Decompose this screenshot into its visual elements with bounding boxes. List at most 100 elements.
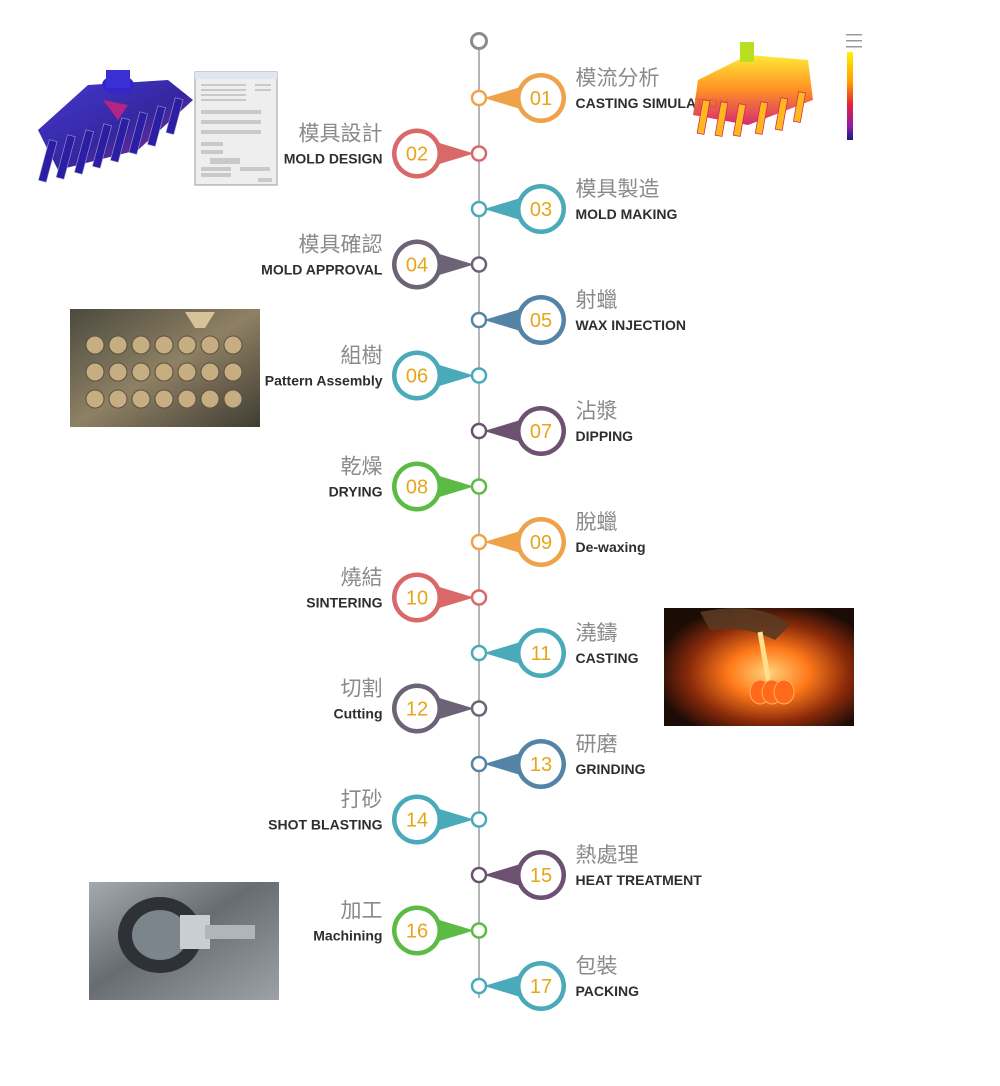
step-number: 17 [530, 976, 552, 998]
step-label-zh: 熱處理 [576, 843, 639, 867]
step-number: 07 [530, 421, 552, 443]
timeline-step-06: 06 組樹 Pattern Assembly [265, 344, 488, 401]
step-axis-dot [470, 700, 488, 717]
timeline-step-17: 17 包裝 PACKING [470, 954, 640, 1011]
mold-flow-simulation-image [38, 70, 193, 183]
step-pointer [431, 140, 474, 167]
step-number: 12 [406, 699, 428, 721]
timeline-step-09: 09 脫蠟 De-waxing [470, 510, 646, 567]
step-label-zh: 澆鑄 [576, 621, 618, 645]
step-pointer [484, 307, 527, 333]
step-pointer [484, 85, 527, 111]
step-pointer [484, 529, 527, 555]
step-number: 05 [530, 310, 552, 332]
step-number: 11 [531, 643, 552, 665]
step-axis-dot [470, 367, 488, 384]
step-label-zh: 沾漿 [576, 399, 618, 423]
step-label-zh: 燒結 [341, 566, 383, 590]
step-bubble [396, 910, 438, 951]
step-label-zh: 包裝 [576, 954, 618, 978]
step-number: 14 [406, 810, 428, 832]
step-label-en: SINTERING [306, 595, 382, 611]
simulation-dialog-image [194, 71, 278, 186]
step-label-en: Pattern Assembly [265, 373, 383, 389]
step-label-zh: 脫蠟 [576, 510, 618, 534]
step-label-en: Cutting [334, 706, 383, 722]
timeline-step-10: 10 燒結 SINTERING [306, 566, 488, 623]
step-bubble [520, 521, 562, 563]
step-number: 01 [530, 88, 552, 110]
step-label-en: Machining [313, 928, 382, 944]
step-number: 09 [530, 532, 552, 554]
timeline-step-07: 07 沾漿 DIPPING [470, 399, 634, 456]
step-label-zh: 打砂 [341, 788, 383, 812]
step-axis-dot [470, 533, 488, 551]
step-axis-dot [470, 644, 488, 662]
step-pointer [431, 695, 474, 722]
step-label-en: WAX INJECTION [576, 317, 686, 333]
step-label-en: De-waxing [576, 539, 646, 555]
step-pointer [431, 806, 474, 833]
step-label-en: DIPPING [576, 428, 634, 444]
timeline-step-11: 11 澆鑄 CASTING [470, 621, 639, 678]
step-bubble [520, 743, 562, 785]
step-bubble [520, 188, 562, 230]
step-number: 04 [406, 255, 428, 277]
step-axis-dot [470, 422, 488, 440]
step-bubble [396, 244, 438, 285]
step-axis-dot [470, 755, 488, 773]
step-number: 15 [530, 865, 552, 887]
step-label-en: HEAT TREATMENT [576, 872, 703, 888]
step-bubble [396, 355, 438, 396]
step-pointer [431, 917, 474, 944]
step-pointer [431, 362, 474, 389]
step-label-zh: 研磨 [576, 732, 618, 756]
step-number: 06 [406, 366, 428, 388]
machining-photo [89, 882, 279, 1000]
step-pointer [484, 196, 527, 222]
step-label-en: MOLD MAKING [576, 206, 678, 222]
step-pointer [484, 418, 527, 444]
step-bubble [396, 577, 438, 618]
step-pointer [431, 251, 474, 278]
step-bubble [520, 965, 562, 1007]
step-label-en: PACKING [576, 983, 640, 999]
step-number: 13 [530, 754, 552, 776]
step-number: 10 [406, 588, 428, 610]
step-axis-dot [470, 200, 488, 218]
step-label-zh: 加工 [341, 899, 383, 923]
timeline-start-dot [470, 32, 488, 50]
timeline-step-16: 16 加工 Machining [313, 899, 488, 956]
step-label-en: CASTING [576, 650, 639, 666]
step-bubble [396, 688, 438, 729]
step-bubble [520, 77, 562, 119]
step-number: 03 [530, 199, 552, 221]
step-label-zh: 射蠟 [576, 288, 618, 312]
step-label-zh: 組樹 [341, 344, 383, 368]
step-label-en: MOLD DESIGN [284, 151, 383, 167]
step-bubble [396, 799, 438, 840]
step-label-en: MOLD APPROVAL [261, 262, 383, 278]
step-label-zh: 乾燥 [341, 455, 383, 479]
pattern-assembly-photo [70, 309, 260, 427]
step-bubble [520, 632, 562, 674]
step-axis-dot [470, 866, 488, 884]
step-axis-dot [470, 478, 488, 495]
step-label-zh: 模流分析 [576, 66, 660, 90]
step-axis-dot [470, 311, 488, 329]
step-pointer [484, 640, 527, 666]
step-label-zh: 模具設計 [299, 122, 383, 146]
step-pointer [431, 473, 474, 500]
step-bubble [520, 854, 562, 896]
step-number: 16 [406, 921, 428, 943]
step-axis-dot [470, 589, 488, 606]
step-axis-dot [470, 922, 488, 939]
